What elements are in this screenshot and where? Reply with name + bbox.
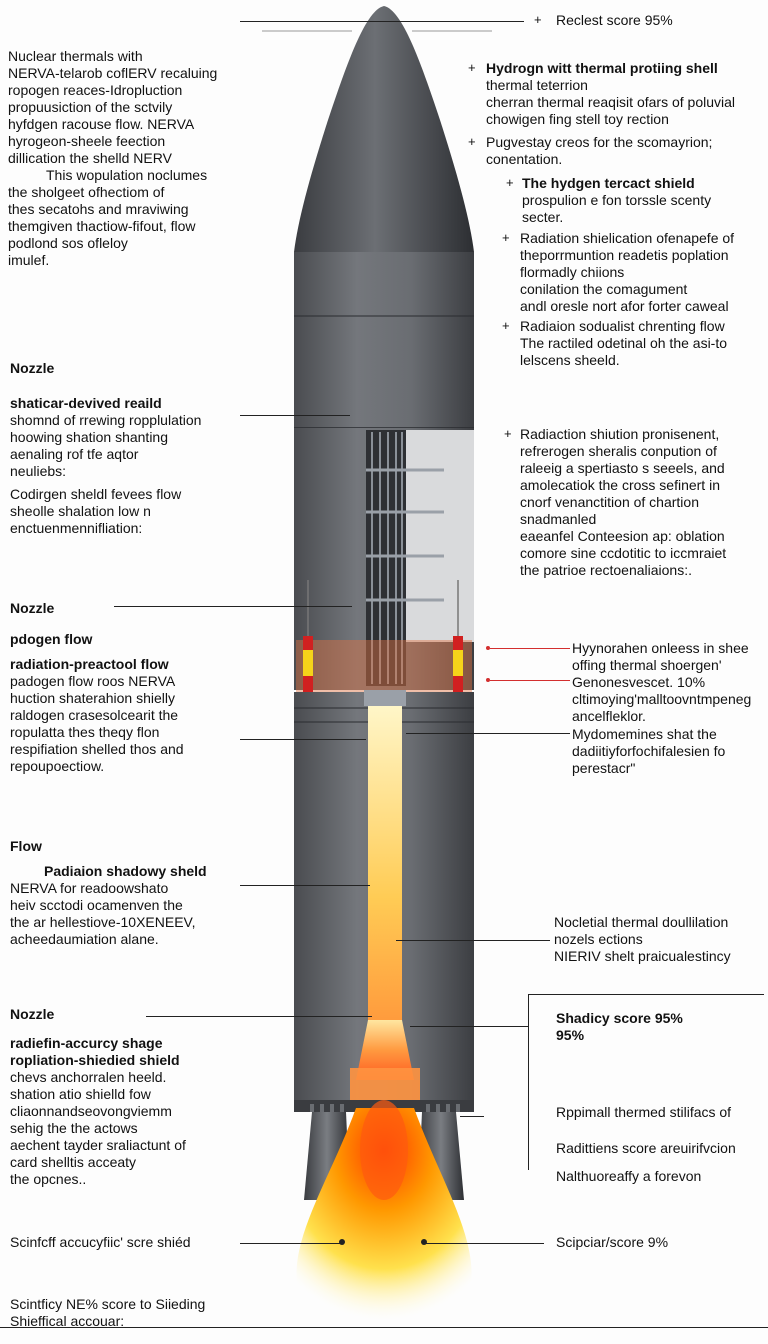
plus-marker: + — [502, 230, 510, 245]
leader-line — [490, 648, 570, 649]
flow-section: Flow Padiaion shadowy sheld NERVA for re… — [10, 838, 207, 947]
exhaust-core — [368, 706, 402, 1024]
radittiens-label: Radittiens score areuirifvcion — [556, 1140, 736, 1156]
footer-rule — [0, 1327, 768, 1328]
leader-line — [490, 680, 570, 681]
leader-line — [240, 21, 524, 22]
top-score-label: Reclest score 95% — [556, 12, 673, 28]
rppmall-label: Rppimall thermed stilifacs of — [556, 1104, 732, 1120]
leader-line — [410, 1026, 528, 1027]
hydgen-block: The hydgen tercact shield prospulion e f… — [522, 175, 712, 225]
leader-line — [424, 1243, 544, 1244]
radiation-block-3: Radiaction shiution pronisenent,refrerog… — [520, 426, 727, 578]
section-heading: Nozzle — [10, 1006, 55, 1022]
leader-line — [396, 940, 550, 941]
nozzle-cone — [356, 1020, 414, 1080]
nozzle-section-1: Nozzle shaticar-devived reaild shomnd of… — [10, 360, 202, 536]
exhaust-flame — [296, 1108, 472, 1320]
leader-line — [406, 733, 570, 734]
plus-marker: + — [502, 318, 510, 333]
plus-marker: + — [534, 12, 542, 27]
leader-line — [240, 415, 350, 416]
section-heading: Flow — [10, 838, 42, 854]
shadicy-block: Shadicy score 95%95% — [556, 1010, 683, 1043]
leader-line — [240, 1243, 342, 1244]
plus-marker: + — [468, 134, 476, 149]
noclet-block: Nocletial thermal doullilation nozels ec… — [554, 914, 731, 964]
nozzle-section-3: Nozzle radiefin-accurcy shage ropliation… — [10, 1006, 186, 1187]
section-heading: Nozzle — [10, 600, 55, 616]
bottom-left-score: Scinfcff accucyfiic' scre shiéd — [10, 1234, 191, 1250]
plus-marker: + — [504, 426, 512, 441]
leader-line — [240, 739, 366, 740]
section-heading: Nozzle — [10, 360, 55, 376]
leader-line — [146, 1016, 372, 1017]
shield-panel — [406, 430, 474, 642]
scipciar-label: Scipciar/score 9% — [556, 1234, 669, 1250]
leader-line — [528, 994, 764, 995]
plus-marker: + — [506, 175, 514, 190]
leader-line — [240, 885, 370, 886]
nose-cone — [294, 6, 474, 252]
nalthu-label: Nalthuoreaffy a forevon — [556, 1168, 702, 1184]
plus-marker: + — [468, 60, 476, 75]
leader-line — [460, 1116, 484, 1117]
upper-body — [294, 252, 474, 428]
nozzle-section-2: Nozzle pdogen flow radiation-preactool f… — [10, 600, 184, 774]
hydrogen-block: Hydrogn witt thermal protiing shell ther… — [486, 60, 736, 127]
leader-line — [528, 994, 529, 1170]
pugvestay-block: Pugvestay creos for the scomayrion;conen… — [486, 134, 713, 167]
leader-line — [114, 606, 352, 607]
